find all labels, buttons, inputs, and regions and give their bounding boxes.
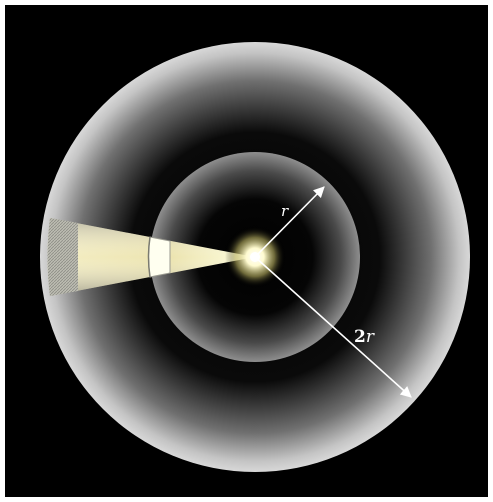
label-2r-symbol: r xyxy=(366,327,375,347)
label-2r: 2r xyxy=(354,327,375,347)
cone-cap-inner xyxy=(149,237,171,277)
label-2r-number: 2 xyxy=(354,327,366,347)
label-r: r xyxy=(281,202,289,220)
cone-cap-outer xyxy=(48,218,79,296)
